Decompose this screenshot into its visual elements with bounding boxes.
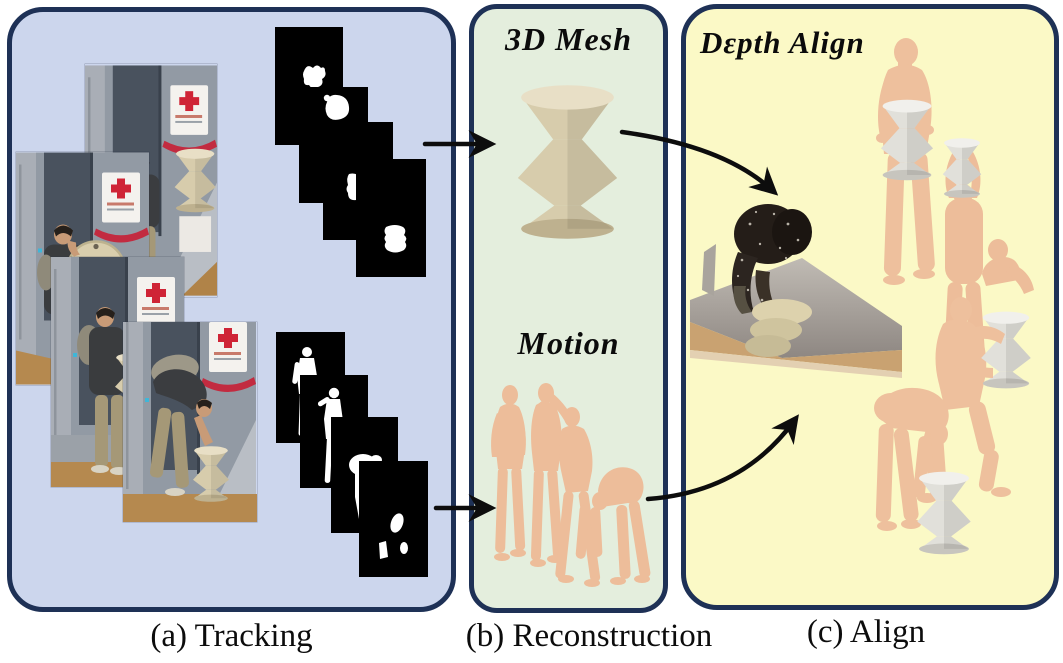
aligned-figure-bending <box>874 387 949 531</box>
video-frame-3 <box>51 257 184 487</box>
panel-tracking <box>7 7 456 612</box>
object-mask-frame-4 <box>356 159 426 277</box>
panel-reconstruction: 3D Mesh Motion <box>469 4 668 613</box>
human-mask-frame-4 <box>359 461 428 577</box>
panel-align: Dεpth Align <box>681 4 1059 610</box>
human-motion-sequence <box>491 383 651 587</box>
motion-figure-hand-to-face <box>530 383 563 567</box>
aligned-stool-floor <box>917 471 971 555</box>
align-scene <box>690 38 1034 555</box>
motion-figure-bending <box>575 467 651 585</box>
caption-tracking: (a) Tracking <box>150 618 313 654</box>
motion-figure-arm-raised <box>548 393 601 587</box>
depth-scan-pointcloud <box>690 204 902 378</box>
aligned-figure-crouching <box>982 239 1034 294</box>
caption-reconstruction: (b) Reconstruction <box>465 618 713 654</box>
video-frame-4 <box>123 322 257 522</box>
caption-align: (c) Align <box>806 614 926 650</box>
motion-title: Motion <box>517 325 620 361</box>
motion-figure-standing <box>491 385 526 561</box>
depth-align-title: Dεpth Align <box>700 25 865 60</box>
mesh-title: 3D Mesh <box>504 21 632 57</box>
aligned-figure-standing-holder <box>876 38 935 285</box>
object-mesh-stool <box>517 85 618 239</box>
